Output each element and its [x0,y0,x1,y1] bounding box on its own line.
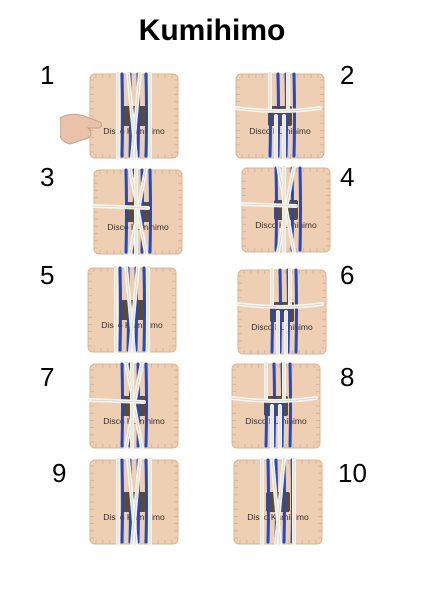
kumihimo-board-illustration: Disco Kumihimo [230,362,321,450]
blue-cord [294,268,298,354]
blue-cord [266,458,270,544]
step-number: 6 [340,260,355,290]
white-cord-outline [235,107,321,112]
step-number: 3 [40,162,55,192]
step-9-board: Disco Kumihimo [88,458,180,546]
step-number: 4 [340,162,355,192]
kumihimo-board-illustration: Disco Kumihimo [240,166,331,254]
blue-cord [298,166,302,252]
kumihimo-board-illustration: Disco Kumihimo [233,458,323,546]
kumihimo-board-illustration: Disco Kumihimo [88,362,179,450]
blue-cord [144,458,148,544]
step-6-board: Disco Kumihimo [236,268,328,356]
blue-cord [120,362,124,448]
blue-cord [120,458,124,544]
step-3-board: Disco Kumihimo [92,168,184,256]
board-label: Disco Kumihimo [251,322,313,332]
blue-cord [276,72,280,158]
step-10-board: Disco Kumihimo [232,458,324,546]
blue-cord [148,168,152,254]
page-title: Kumihimo [138,14,286,47]
blue-cord [274,166,278,252]
kumihimo-board-illustration: Disco Kumihimo [89,458,179,546]
white-cord-outline [93,205,149,209]
step-number: 5 [40,260,55,290]
white-cord-outline [89,399,145,403]
hand-photo [60,113,103,145]
blue-cord [142,266,146,352]
blue-cord [272,362,276,448]
board-label: Disco Kumihimo [249,126,311,136]
white-cord-outline [237,303,323,308]
step-8-board: Disco Kumihimo [230,362,322,450]
white-cord-outline [129,266,139,353]
step-5-board: Disco Kumihimo [86,266,178,354]
blue-cord [124,168,128,254]
step-number: 2 [340,60,355,90]
step-2-board: Disco Kumihimo [234,72,326,160]
step-7-board: Disco Kumihimo [88,362,180,450]
step-number: 1 [40,60,55,90]
kumihimo-board-illustration: Disco Kumihimo [92,168,183,256]
step-number: 7 [40,362,55,392]
blue-cord [278,268,282,354]
step-4-board: Disco Kumihimo [240,166,332,254]
kumihimo-board-illustration: Disco Kumihimo [234,72,325,160]
board-label: Disco Kumihimo [103,416,165,426]
white-cord-outline [131,458,141,545]
blue-cord [144,72,148,158]
board-label: Disco Kumihimo [245,416,307,426]
step-number: 8 [340,362,355,392]
white-cord-outline [241,203,297,207]
step-number: 10 [338,458,367,488]
step-number: 9 [52,458,67,488]
step-1-board: Disco Kumihimo [88,72,180,160]
board-label: Disco Kumihimo [107,222,169,232]
white-cord-outline [231,397,317,402]
white-cord-outline [131,72,141,159]
kumihimo-board-illustration: Disco Kumihimo [236,268,327,356]
board-label: Disco Kumihimo [255,220,317,230]
kumihimo-board-illustration: Disco Kumihimo [89,72,179,160]
white-cord-outline [275,458,285,545]
blue-cord [144,362,148,448]
kumihimo-board-illustration: Disco Kumihimo [87,266,177,354]
blue-cord [118,266,122,352]
blue-cord [288,362,292,448]
blue-cord [120,72,124,158]
blue-cord [292,72,296,158]
